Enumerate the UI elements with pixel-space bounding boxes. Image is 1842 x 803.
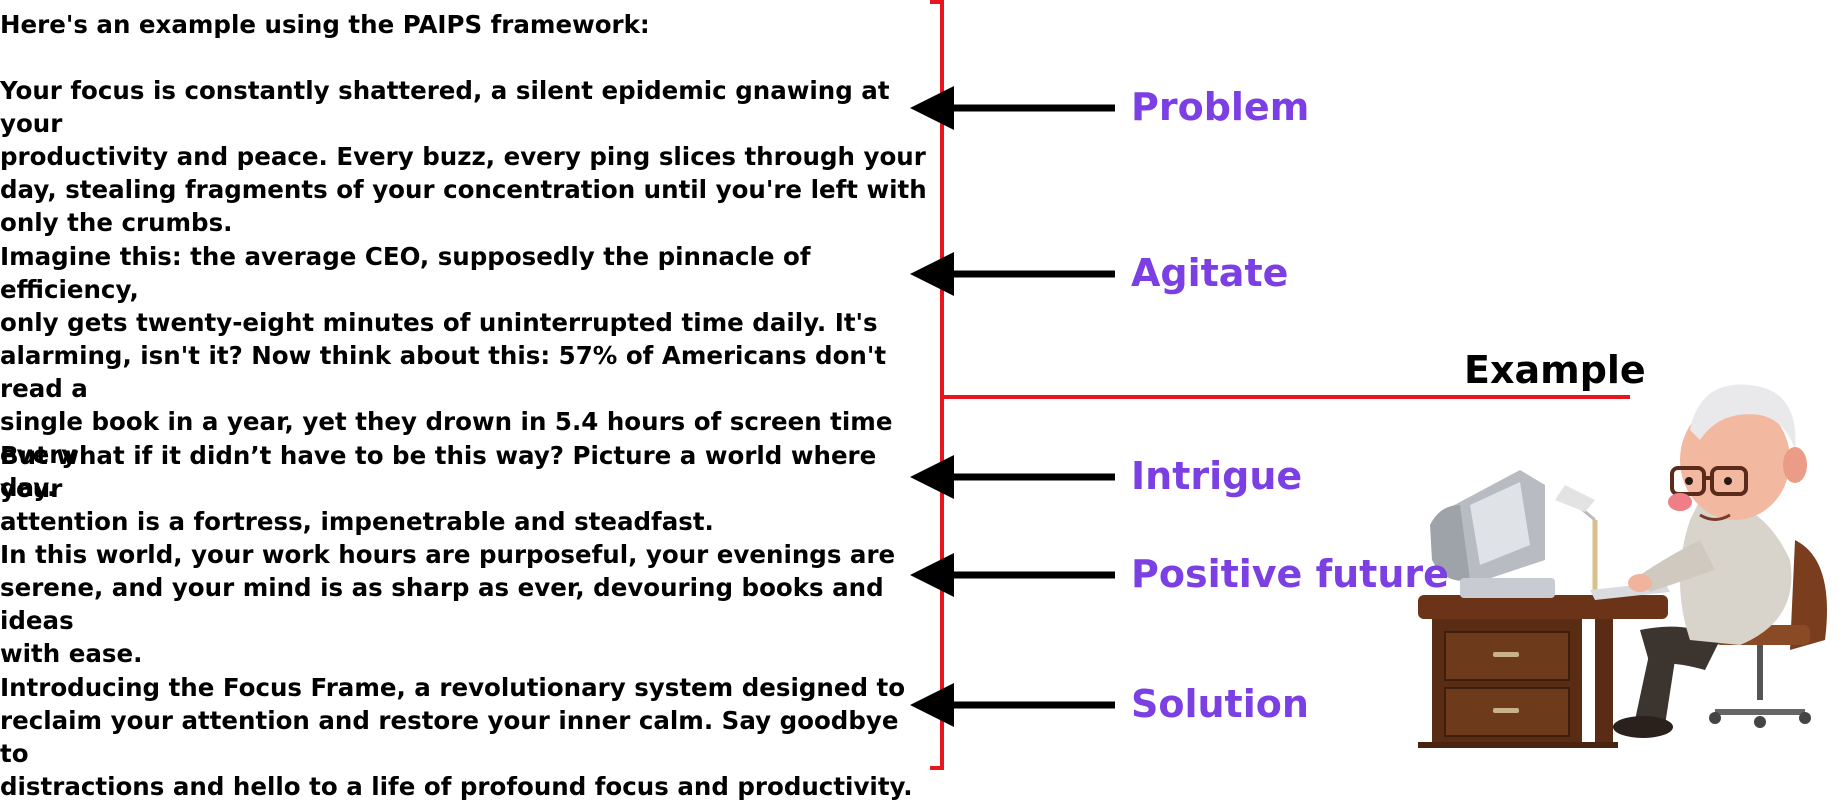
elderly-man-at-computer-desk-illustration (1418, 384, 1827, 748)
solution-arrow-icon (910, 683, 1115, 727)
intrigue-paragraph: But what if it didn’t have to be this wa… (0, 441, 877, 536)
problem-paragraph: Your focus is constantly shattered, a si… (0, 76, 927, 237)
solution-paragraph: Introducing the Focus Frame, a revolutio… (0, 673, 913, 801)
positive-future-label: Positive future (1131, 552, 1449, 596)
solution-label: Solution (1131, 682, 1309, 726)
intrigue-arrow-icon (910, 455, 1115, 499)
agitate-paragraph: Imagine this: the average CEO, supposedl… (0, 242, 893, 502)
positive-future-arrow-icon (910, 553, 1115, 597)
agitate-arrow-icon (910, 252, 1115, 296)
intro-text: Here's an example using the PAIPS framew… (0, 10, 650, 39)
positive-future-paragraph: In this world, your work hours are purpo… (0, 540, 896, 668)
agitate-label: Agitate (1131, 251, 1289, 295)
problem-arrow-icon (910, 86, 1115, 130)
example-label: Example (1464, 348, 1646, 392)
intrigue-label: Intrigue (1131, 454, 1303, 498)
section-bracket (930, 0, 944, 770)
problem-label: Problem (1131, 85, 1310, 129)
